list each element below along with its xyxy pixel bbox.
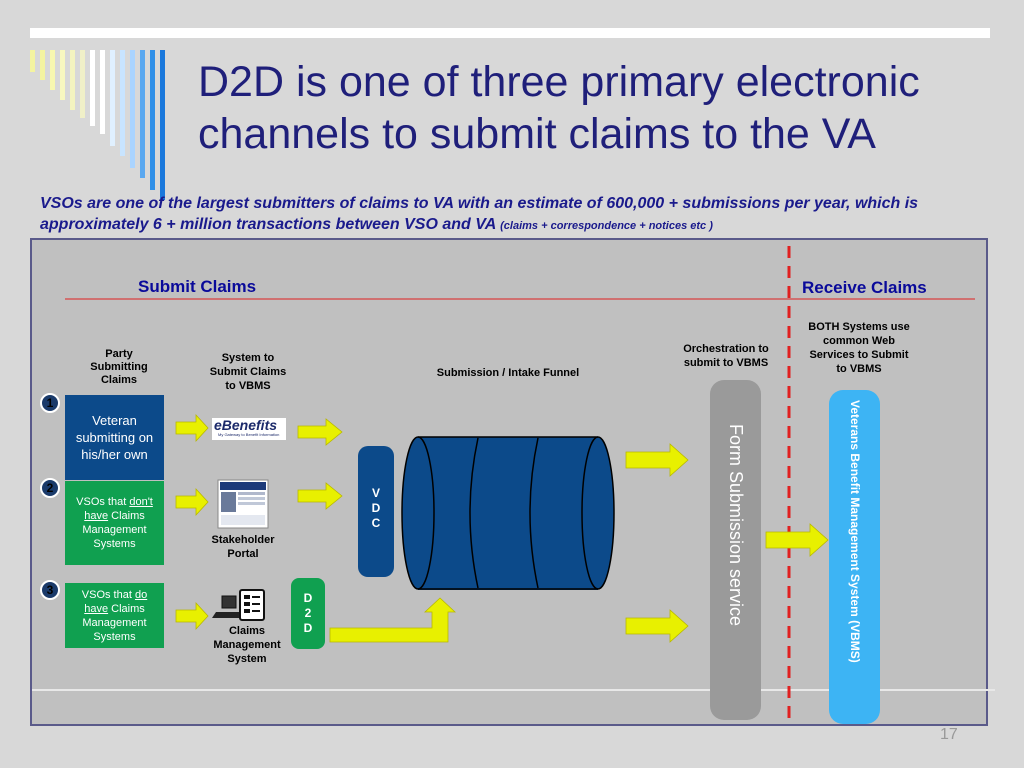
system-column-label: System to Submit Claims to VBMS	[209, 352, 287, 392]
arrow-party2-to-portal	[175, 487, 209, 517]
receive-claims-heading: Receive Claims	[802, 278, 927, 297]
party-vso-no-cms-box: VSOs that don't have Claims Management S…	[65, 481, 164, 565]
subtitle-text: VSOs are one of the largest submitters o…	[40, 195, 919, 233]
arrow-funnel-to-form-top	[625, 443, 689, 477]
form-submission-service-text: Form Submission service	[726, 424, 746, 627]
title-line-2: channels to submit claims to the VA	[198, 110, 876, 158]
ebenefits-logo-text: eBenefits	[214, 417, 278, 433]
page-number: 17	[940, 726, 958, 743]
claims-management-system-icon	[212, 589, 265, 621]
vbms-text: Veterans Benefit Management System (VBMS…	[848, 400, 862, 663]
slide-title: D2D is one of three primary electronic c…	[198, 56, 998, 160]
arrow-form-to-vbms	[765, 523, 829, 557]
vdc-letter-c: C	[371, 516, 381, 530]
party-vso-with-cms-post: Claims Management Systems	[82, 602, 147, 643]
party-vso-no-cms-underline: don't have	[84, 496, 153, 522]
party-column-label: Party Submitting Claims	[90, 348, 148, 386]
title-line-1: D2D is one of three primary electronic	[198, 58, 920, 106]
ebenefits-logo: eBenefits My Gateway to Benefit Informat…	[212, 418, 286, 440]
claims-management-system-label: Claims Management System	[213, 625, 281, 665]
arrow-portal-to-vdc	[297, 482, 343, 510]
funnel-column-label: Submission / Intake Funnel	[436, 367, 580, 379]
d2d-letter-3: D	[303, 621, 313, 635]
arrow-d2d-to-funnel	[329, 597, 457, 643]
stakeholder-portal-thumbnail	[217, 479, 269, 529]
arrow-party1-to-ebenefits	[175, 413, 209, 443]
arrow-party3-to-cms	[175, 601, 209, 631]
d2d-box: D 2 D	[291, 578, 325, 649]
vdc-letter-d: D	[371, 501, 381, 515]
vbms-box: Veterans Benefit Management System (VBMS…	[829, 390, 880, 724]
party-number-1: 1	[40, 393, 60, 413]
party-vso-no-cms-post: Claims Management Systems	[82, 510, 147, 550]
d2d-letter-1: D	[303, 591, 313, 605]
arrow-funnel-to-form-bottom	[625, 609, 689, 643]
party-vso-with-cms-box: VSOs that do have Claims Management Syst…	[65, 583, 164, 648]
d2d-letter-2: 2	[304, 606, 312, 620]
party-veteran-text: Veteran submitting on his/her own	[75, 413, 154, 462]
intake-funnel-drum	[401, 436, 615, 590]
vdc-letter-v: V	[371, 486, 380, 500]
stakeholder-portal-label: Stakeholder Portal	[211, 534, 275, 560]
party-vso-with-cms-pre: VSOs that	[81, 588, 135, 601]
party-vso-with-cms-underline: do have	[84, 588, 148, 615]
ebenefits-tagline: My Gateway to Benefit Information	[218, 432, 280, 437]
vdc-box: V D C	[358, 446, 394, 577]
top-rule	[30, 28, 990, 38]
slide-subtitle: VSOs are one of the largest submitters o…	[40, 193, 1000, 237]
subtitle-note: (claims + correspondence + notices etc )	[500, 220, 713, 232]
orchestration-label: Orchestration to submit to VBMS	[683, 343, 769, 369]
form-submission-service-box: Form Submission service	[710, 380, 761, 720]
arrow-ebenefits-to-vdc	[297, 418, 343, 446]
submit-claims-heading: Submit Claims	[138, 277, 257, 296]
both-systems-label: BOTH Systems use common Web Services to …	[808, 321, 910, 375]
party-vso-no-cms-pre: VSOs that	[76, 496, 130, 508]
party-number-3: 3	[40, 580, 60, 600]
party-veteran-box: Veteran submitting on his/her own	[65, 395, 164, 480]
party-number-2: 2	[40, 478, 60, 498]
